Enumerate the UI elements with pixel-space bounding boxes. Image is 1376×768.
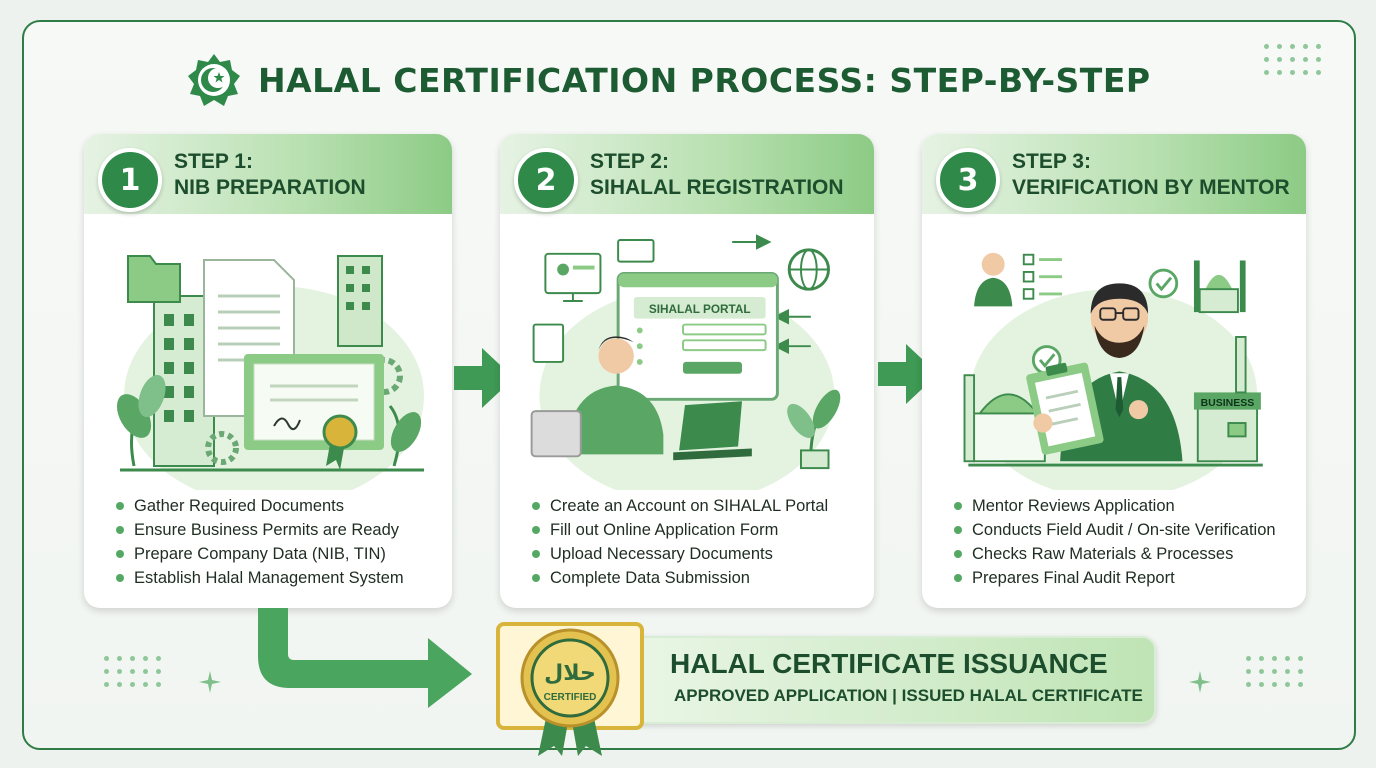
step-1-task-list: Gather Required Documents Ensure Busines… (114, 494, 404, 590)
page-title: HALAL CERTIFICATION PROCESS: STEP-BY-STE… (258, 60, 1151, 100)
step-card-3: 3 STEP 3: VERIFICATION BY MENTOR BUSINES… (922, 134, 1306, 608)
business-sign: BUSINESS (1201, 397, 1255, 409)
step-title: VERIFICATION BY MENTOR (1012, 176, 1290, 199)
sparkle-icon (199, 671, 221, 693)
list-item: Mentor Reviews Application (952, 494, 1276, 518)
step-label: STEP 3: (1012, 150, 1091, 173)
final-certificate-section: HALAL CERTIFICATE ISSUANCE APPROVED APPL… (492, 622, 1156, 756)
curved-arrow-icon (258, 608, 472, 708)
step-label: STEP 1: (174, 150, 253, 173)
step-2-task-list: Create an Account on SIHALAL Portal Fill… (530, 494, 828, 590)
step-card-1: 1 STEP 1: NIB PREPARATION Gather Require… (84, 134, 452, 608)
list-item: Prepares Final Audit Report (952, 566, 1276, 590)
list-item: Gather Required Documents (114, 494, 404, 518)
list-item: Create an Account on SIHALAL Portal (530, 494, 828, 518)
sparkle-icon (1189, 671, 1211, 693)
page-header: HALAL CERTIFICATION PROCESS: STEP-BY-STE… (186, 52, 1151, 108)
decorative-dots-bottom-right (1246, 656, 1303, 687)
step-title: NIB PREPARATION (174, 176, 366, 199)
list-item: Upload Necessary Documents (530, 542, 828, 566)
documents-buildings-certificate-illustration (116, 255, 424, 490)
step-number-badge: 1 (98, 148, 162, 212)
halal-certified-seal-icon: حلال CERTIFIED (496, 622, 644, 756)
step-number-badge: 2 (514, 148, 578, 212)
final-title: HALAL CERTIFICATE ISSUANCE (670, 648, 1108, 679)
decorative-dots-top-right (1264, 44, 1321, 75)
final-subtitle: APPROVED APPLICATION | ISSUED HALAL CERT… (674, 686, 1143, 705)
list-item: Fill out Online Application Form (530, 518, 828, 542)
crescent-star-badge-icon (188, 54, 240, 106)
final-banner: HALAL CERTIFICATE ISSUANCE APPROVED APPL… (622, 636, 1156, 724)
step-card-2: 2 STEP 2: SIHALAL REGISTRATION SIHALAL P… (500, 134, 874, 608)
list-item: Prepare Company Data (NIB, TIN) (114, 542, 404, 566)
arrow-right-icon (454, 348, 514, 408)
step-number-badge: 3 (936, 148, 1000, 212)
seal-arabic-text: حلال (544, 661, 596, 686)
portal-label: SIHALAL PORTAL (649, 303, 751, 316)
list-item: Checks Raw Materials & Processes (952, 542, 1276, 566)
list-item: Ensure Business Permits are Ready (114, 518, 404, 542)
arrow-right-icon (878, 344, 938, 404)
list-item: Conducts Field Audit / On-site Verificat… (952, 518, 1276, 542)
list-item: Complete Data Submission (530, 566, 828, 590)
step-3-task-list: Mentor Reviews Application Conducts Fiel… (952, 494, 1276, 590)
mentor-with-clipboard-illustration: BUSINESS (963, 252, 1263, 490)
step-label: STEP 2: (590, 150, 669, 173)
seal-certified-text: CERTIFIED (544, 692, 597, 703)
decorative-dots-bottom-left (104, 656, 161, 687)
list-item: Establish Halal Management System (114, 566, 404, 590)
person-at-laptop-portal-illustration: SIHALAL PORTAL (530, 234, 841, 490)
step-title: SIHALAL REGISTRATION (590, 176, 844, 199)
